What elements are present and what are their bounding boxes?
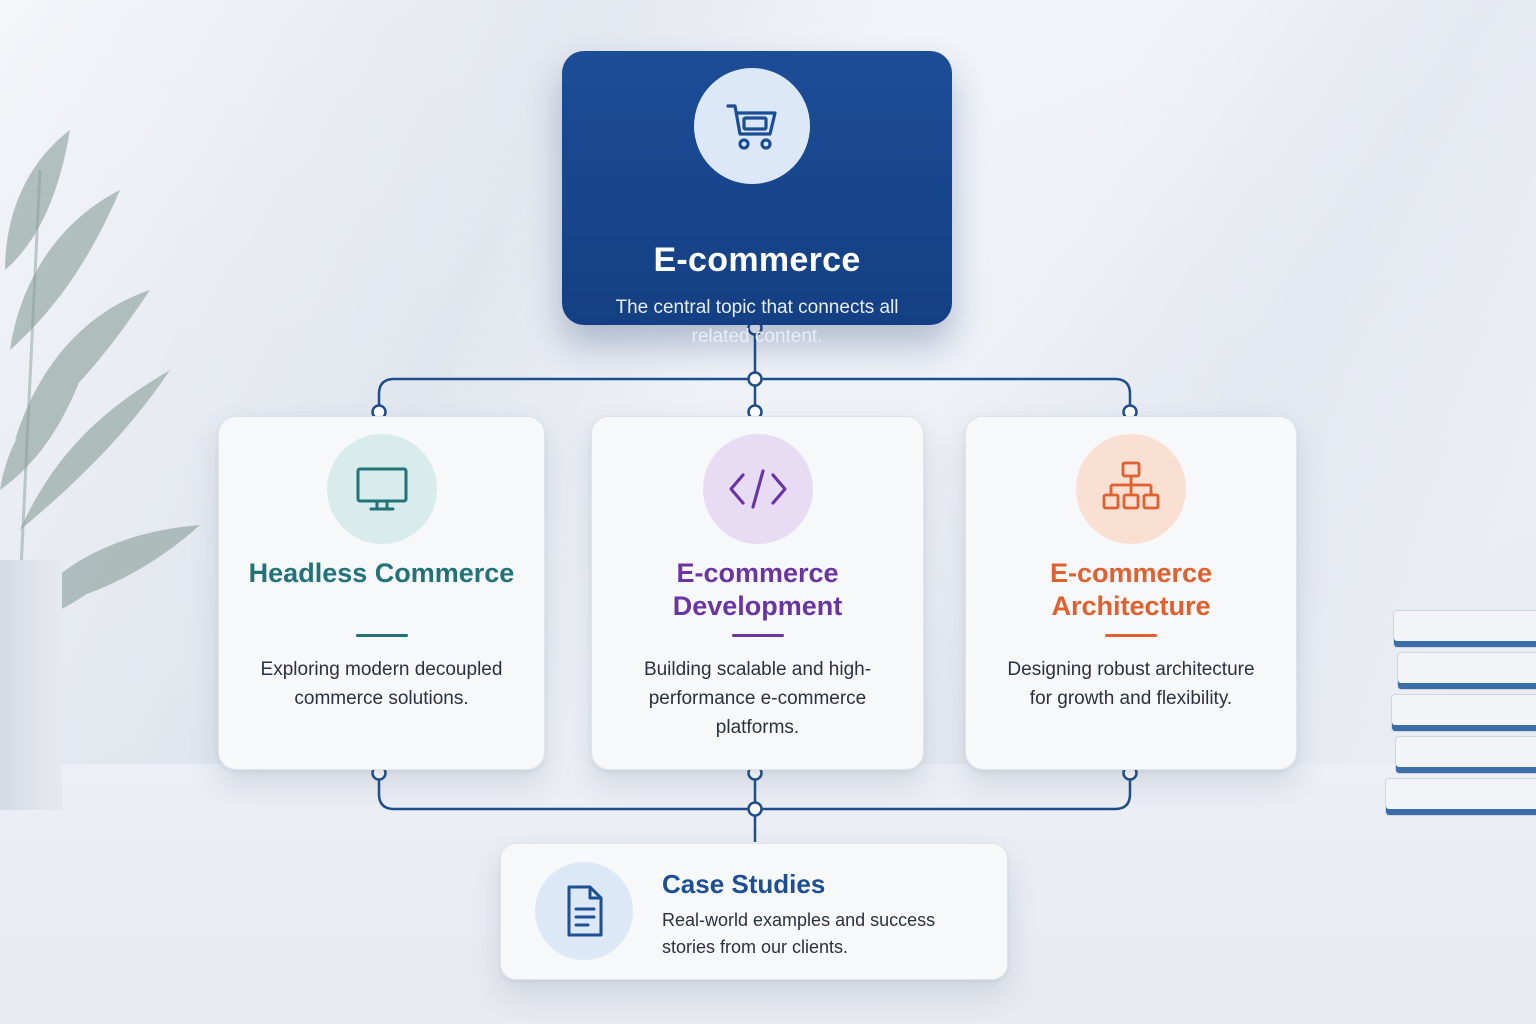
book <box>1391 694 1536 732</box>
topic-title: Headless Commerce <box>248 558 515 588</box>
topic-card-ecommerce-development[interactable]: E-commerce Development Building scalable… <box>591 416 924 770</box>
topic-title: E-commerce Architecture <box>1049 558 1213 621</box>
book <box>1397 652 1536 690</box>
title-underline <box>731 634 784 637</box>
topic-card-ecommerce-architecture[interactable]: E-commerce Architecture Designing robust… <box>965 416 1297 770</box>
sitemap-icon <box>1076 434 1186 544</box>
book <box>1385 778 1536 816</box>
topic-title: E-commerce Development <box>672 558 843 621</box>
title-underline <box>355 634 408 637</box>
monitor-icon <box>326 434 437 544</box>
central-topic-title: E-commerce <box>653 241 861 279</box>
connector-node <box>747 801 763 817</box>
case-studies-title: Case Studies <box>662 869 826 899</box>
book <box>1395 736 1536 774</box>
topic-description: Building scalable and high-performance e… <box>643 659 872 738</box>
case-studies-card[interactable]: Case Studies Real-world examples and suc… <box>500 843 1008 980</box>
topic-card-headless-commerce[interactable]: Headless Commerce Exploring modern decou… <box>218 416 545 770</box>
title-underline <box>1105 634 1157 637</box>
document-icon <box>535 862 633 960</box>
plant-pot <box>0 560 62 810</box>
connector-node <box>747 371 763 387</box>
plant-decoration <box>0 130 200 801</box>
code-icon <box>702 434 813 544</box>
book <box>1393 610 1536 648</box>
shopping-cart-icon <box>694 68 810 184</box>
central-topic-card[interactable]: E-commerce The central topic that connec… <box>562 51 952 347</box>
central-topic-description: The central topic that connects all rela… <box>615 297 899 347</box>
topic-description: Exploring modern decoupled commerce solu… <box>260 659 503 709</box>
case-studies-description: Real-world examples and success stories … <box>662 910 936 957</box>
topic-description: Designing robust architecture for growth… <box>1007 659 1255 709</box>
books-decoration <box>1385 610 1536 840</box>
